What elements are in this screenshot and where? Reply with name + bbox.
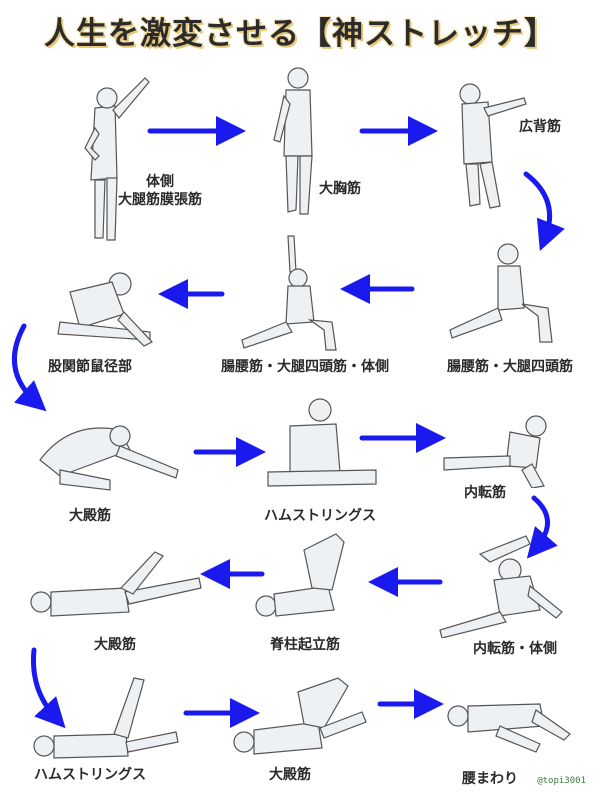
- stretch-figure-glute-lying-2: [228, 672, 368, 762]
- figure-hamstring-lying-illustration: [33, 677, 179, 759]
- stretch-figure-side-bend: [55, 68, 155, 246]
- figure-adductor-side-illustration: [439, 535, 563, 638]
- figure-lat-illustration: [459, 83, 527, 209]
- step-label-6: 腸腰筋・大腿四頭筋: [425, 358, 595, 376]
- stretch-figure-adductor: [440, 408, 565, 488]
- label-line: 大殿筋: [269, 767, 311, 783]
- label-line: 脊柱起立筋: [270, 637, 340, 653]
- author-credit: @topi3001: [537, 776, 586, 786]
- label-line: 大胸筋: [319, 181, 361, 197]
- stretch-figure-glute-lying: [25, 548, 205, 628]
- label-line: 腰まわり: [462, 771, 518, 787]
- step-label-1: 体側 大腿筋膜張筋: [95, 173, 225, 209]
- label-line: 広背筋: [519, 119, 561, 135]
- figure-lunge-illustration: [449, 243, 553, 343]
- stretch-figure-hamstring-lying: [30, 672, 180, 764]
- stretch-figure-erector: [248, 530, 358, 630]
- figure-glute-lying-2-illustration: [233, 677, 367, 755]
- step-label-10: 大殿筋: [65, 636, 165, 654]
- stretch-figure-hamstring-seated: [260, 392, 380, 502]
- stretch-figure-lower-back: [440, 686, 575, 756]
- label-line: ハムストリングス: [34, 767, 146, 783]
- label-line: 内転筋・体側: [473, 641, 557, 657]
- stretch-figure-lunge: [440, 238, 560, 350]
- step-label-14: 大殿筋: [240, 766, 340, 784]
- page-title: 人生を激変させる【神ストレッチ】: [44, 16, 556, 52]
- label-line: 体側: [146, 174, 174, 190]
- label-line: 大殿筋: [94, 637, 136, 653]
- stretch-figure-lat: [440, 72, 530, 212]
- label-line: ハムストリングス: [264, 508, 376, 524]
- step-label-11: 脊柱起立筋: [245, 636, 365, 654]
- step-label-15: 腰まわり: [440, 770, 540, 788]
- figure-adductor-illustration: [443, 415, 547, 488]
- step-label-13: ハムストリングス: [5, 766, 175, 784]
- label-line: 腸腰筋・大腿四頭筋・体側: [221, 359, 389, 375]
- figure-groin-illustration: [57, 272, 153, 347]
- label-line: 内転筋: [464, 485, 506, 501]
- stretch-figure-lunge-reach: [232, 232, 342, 352]
- figure-glute-fold-illustration: [39, 425, 179, 491]
- stretch-figure-groin: [40, 262, 160, 352]
- figure-lower-back-illustration: [447, 703, 571, 753]
- label-line: 大腿筋膜張筋: [118, 192, 202, 208]
- step-label-9: 内転筋: [445, 484, 525, 502]
- stretch-figure-adductor-side: [430, 526, 570, 638]
- step-label-12: 内転筋・体側: [450, 640, 580, 658]
- figure-lunge-reach-illustration: [241, 235, 337, 351]
- figure-hamstring-seated-illustration: [267, 398, 377, 487]
- stretch-figure-glute-fold: [30, 410, 180, 500]
- step-label-3: 広背筋: [500, 118, 580, 136]
- step-label-8: ハムストリングス: [240, 507, 400, 525]
- label-line: 腸腰筋・大腿四頭筋: [447, 359, 573, 375]
- label-line: 大殿筋: [69, 508, 111, 524]
- stretch-figure-chest: [268, 60, 328, 220]
- step-label-2: 大胸筋: [300, 180, 380, 198]
- figure-side-bend-illustration: [84, 77, 150, 241]
- label-line: 股関節鼠径部: [48, 359, 132, 375]
- figure-chest-illustration: [273, 67, 313, 215]
- figure-glute-lying-illustration: [30, 551, 202, 617]
- step-label-5: 腸腰筋・大腿四頭筋・体側: [195, 358, 415, 376]
- step-label-7: 大殿筋: [40, 507, 140, 525]
- step-label-4: 股関節鼠径部: [20, 358, 160, 376]
- figure-erector-illustration: [255, 533, 345, 617]
